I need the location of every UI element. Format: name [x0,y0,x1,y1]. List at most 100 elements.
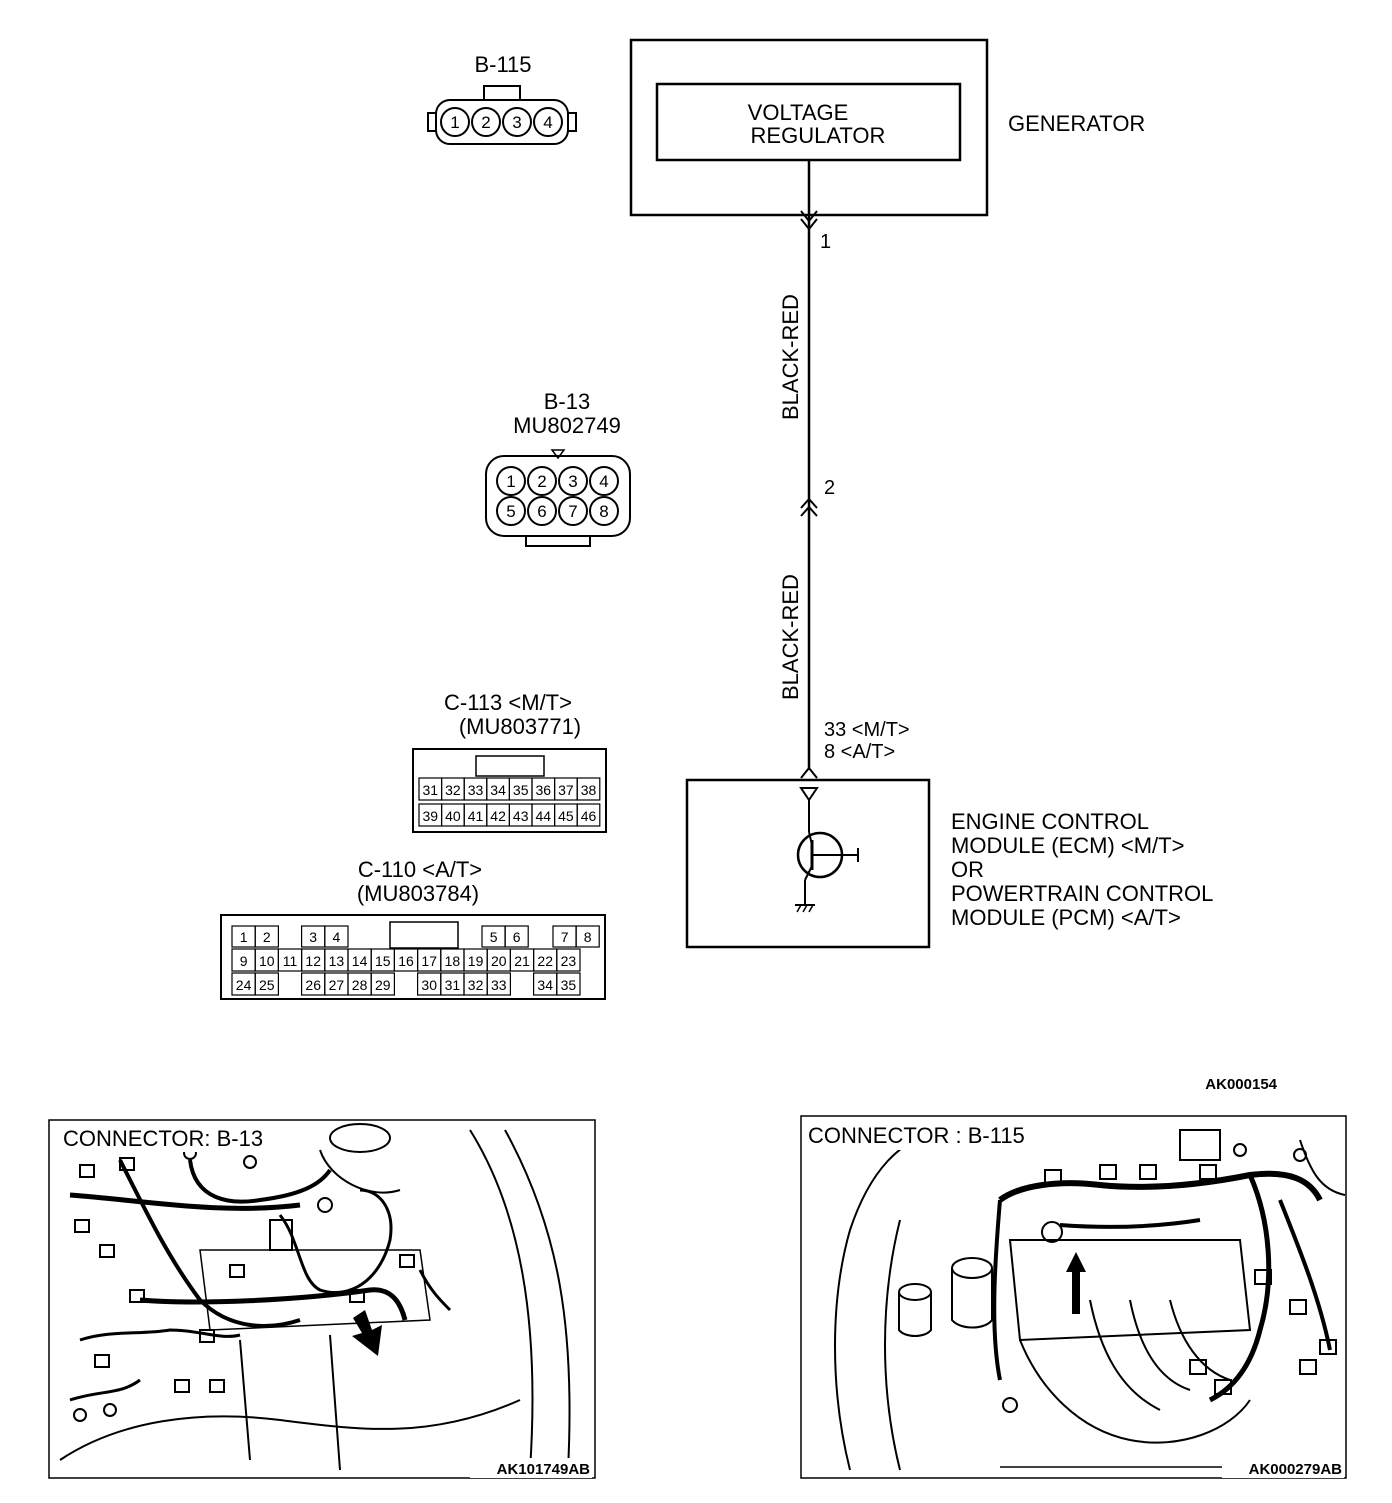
ecm-label-4: POWERTRAIN CONTROL [951,881,1213,906]
connector-c110-title: C-110 <A/T> [358,857,482,882]
arrow-indicator-b115-icon [1066,1252,1086,1314]
connector-c110-pin-label: 25 [259,977,275,993]
connector-c113-title: C-113 <M/T> [444,690,572,715]
connector-c113-part: (MU803771) [459,714,581,739]
connector-c110-pin-label: 10 [259,953,275,969]
connector-c110-pin-label: 18 [445,953,461,969]
connector-c110-pin [556,948,581,972]
connector-c113-pin-label: 42 [490,808,506,824]
connector-c110-pin-label: 2 [263,929,271,945]
engine-bay-illustration-left [59,1123,571,1471]
diagram-code: AK000154 [1205,1076,1277,1093]
connector-b13-pin [496,496,526,526]
pin-label-generator: 1 [820,231,831,253]
photo-right-code: AK000279AB [1249,1461,1343,1478]
connector-c113-pin-label: 39 [423,808,439,824]
wire-color-label-lower: BLACK-RED [778,574,803,700]
pin-label-b13: 2 [824,477,835,499]
connector-c113-pin-label: 45 [558,808,574,824]
connector-b13-pin [527,496,557,526]
connector-b13-pin [589,466,619,496]
voltage-regulator-label-2: REGULATOR [751,123,886,148]
connector-c110-pin-label: 7 [561,929,569,945]
connector-c110-pin [254,972,279,996]
connector-c110-pin-label: 35 [561,977,577,993]
connector-b13-part: MU802749 [513,413,621,438]
pin-label-ecm-at: 8 <A/T> [824,741,895,763]
pin-arrow-ecm [800,766,818,779]
connector-c110-body [220,914,606,1000]
pin-label-ecm-mt: 33 <M/T> [824,719,910,741]
connector-c110-pin-label: 29 [375,977,391,993]
signal-wire: 1 BLACK-RED 2 BLACK-RED 33 <M/T> 8 <A/T> [778,160,910,779]
connector-c110-pin-label: 1 [240,929,248,945]
connector-c113-pin-label: 33 [468,782,484,798]
connector-b13-pin [558,496,588,526]
connector-b13-pin [496,466,526,496]
connector-b115-pin [502,107,532,137]
connector-c110-pin-label: 22 [537,953,553,969]
connector-c113-pin-label: 37 [558,782,574,798]
connector-b115-pin [533,107,563,137]
ecm-block: ENGINE CONTROL MODULE (ECM) <M/T> OR POW… [685,778,1213,949]
photo-left-code: AK101749AB [497,1461,591,1478]
connector-c113-pin-label: 34 [490,782,506,798]
connector-c110-pin-label: 28 [352,977,368,993]
connector-b13-pin-label: 4 [599,472,608,491]
pin-arrow-generator [800,210,818,223]
ecm-label-1: ENGINE CONTROL [951,809,1149,834]
connector-b115-pin [471,107,501,137]
connector-b13-pin-label: 2 [537,472,546,491]
arrow-indicator-b13-icon [352,1310,382,1356]
connector-c113-body [412,748,607,833]
connector-c113-pin-label: 35 [513,782,529,798]
photo-connector-b13: CONNECTOR: B-13 AK101749AB [48,1119,596,1479]
connector-b115-pin-label: 4 [543,113,552,132]
connector-c110-pin [575,925,600,948]
connector-c113-pin-label: 36 [536,782,552,798]
generator-label: GENERATOR [1008,111,1145,136]
generator-block: VOLTAGE REGULATOR GENERATOR [629,38,1145,217]
ecm-label-2: MODULE (ECM) <M/T> [951,833,1184,858]
connector-c113-pin-label: 31 [423,782,439,798]
connector-c110-part: (MU803784) [357,881,479,906]
connector-c110-pin [324,925,349,948]
engine-bay-illustration-right [834,1129,1346,1471]
photo-left-caption: CONNECTOR: B-13 [63,1126,263,1151]
connector-b13-pin-label: 7 [568,502,577,521]
connector-c110-pin-label: 12 [305,953,321,969]
connector-c113-pin [576,777,601,801]
ecm-label-3: OR [951,857,984,882]
connector-c110-pin-label: 27 [329,977,345,993]
connector-c110-pin-label: 9 [240,953,248,969]
connector-c110-pin-label: 4 [333,929,341,945]
connector-c110-pin-label: 14 [352,953,368,969]
connector-c110-pin [254,925,279,948]
connector-c110-pin-label: 31 [445,977,461,993]
photo-frame-left [48,1119,596,1479]
connector-c110-pin-label: 20 [491,953,507,969]
connector-b115-title: B-115 [474,52,531,77]
connector-c110-pin [504,925,529,948]
connector-b13-title: B-13 [544,389,590,414]
connector-c113-pin-label: 40 [445,808,461,824]
ecm-label-5: MODULE (PCM) <A/T> [951,905,1181,930]
connector-b13-pin [558,466,588,496]
connector-c110-pin-label: 19 [468,953,484,969]
connector-b115-pin-label: 3 [512,113,521,132]
connector-c113-pin [576,803,601,827]
connector-c110-pin-label: 3 [309,929,317,945]
connector-c110-pin-label: 24 [236,977,252,993]
connector-c110-pin-label: 30 [421,977,437,993]
connector-c110-pin-label: 16 [398,953,414,969]
connector-c113-pin-label: 41 [468,808,484,824]
connector-c110-pin [556,972,581,996]
